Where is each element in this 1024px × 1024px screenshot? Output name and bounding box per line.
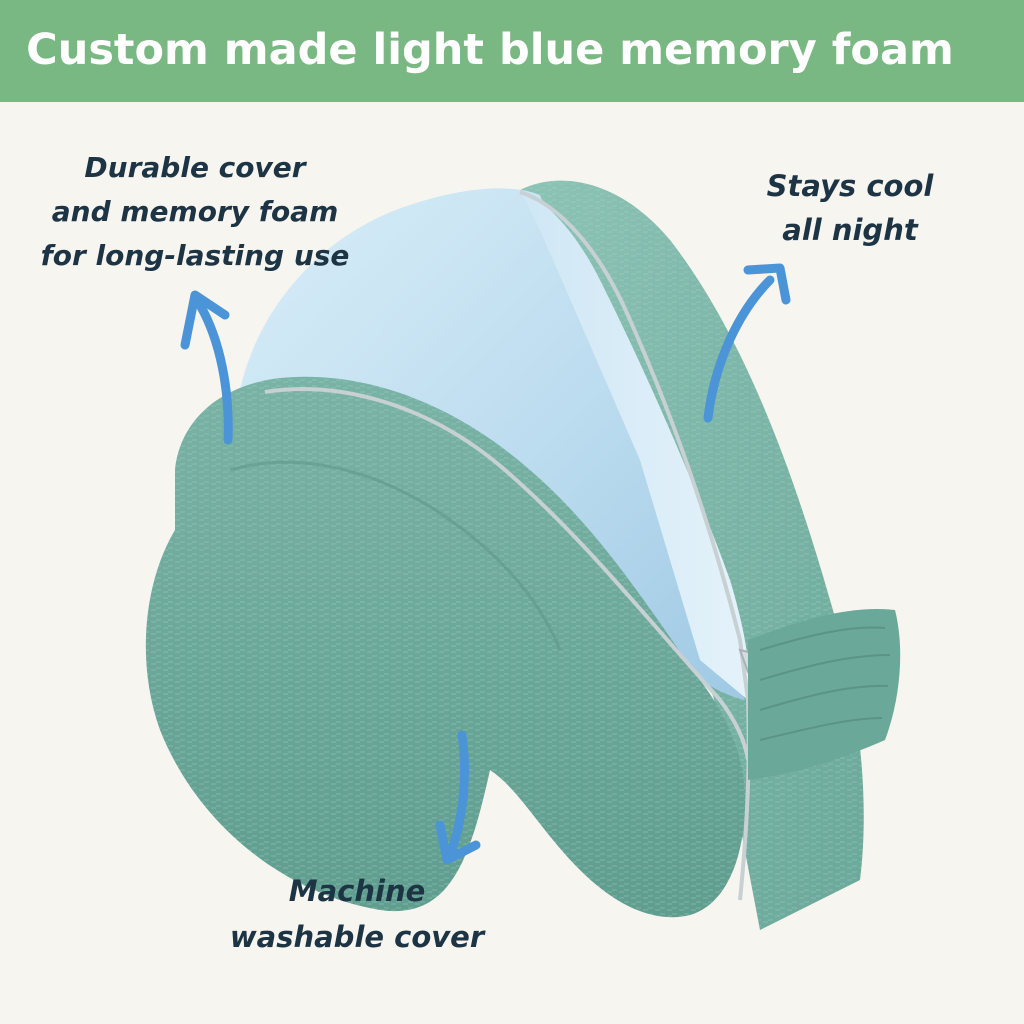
caption-line: and memory foam <box>51 195 339 228</box>
caption-stays-cool: Stays cool all night <box>755 164 945 252</box>
arrow-up-left-icon <box>180 290 233 445</box>
elastic-strap <box>748 609 901 780</box>
caption-machine-washable: Machine washable cover <box>222 868 492 960</box>
arrow-down-icon <box>435 730 481 865</box>
caption-line: all night <box>782 213 918 247</box>
banner-title: Custom made light blue memory foam <box>26 25 954 75</box>
caption-line: for long-lasting use <box>40 239 350 272</box>
caption-line: Stays cool <box>766 169 934 203</box>
arrow-up-right-icon <box>703 263 791 423</box>
caption-line: washable cover <box>229 920 485 954</box>
header-banner: Custom made light blue memory foam <box>0 0 1024 102</box>
caption-line: Durable cover <box>84 151 306 184</box>
front-cover-loop <box>145 376 746 918</box>
caption-line: Machine <box>288 874 426 908</box>
caption-durable: Durable cover and memory foam for long-l… <box>30 146 360 278</box>
